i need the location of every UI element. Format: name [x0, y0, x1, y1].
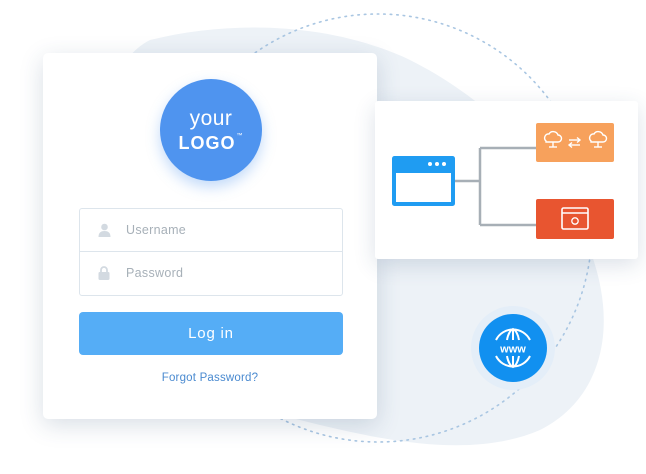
login-card: your LOGO™	[43, 53, 377, 419]
logo-text-logo: LOGO™	[160, 133, 262, 154]
globe-www-icon: www	[479, 314, 547, 382]
logo-trademark: ™	[236, 133, 244, 139]
password-input[interactable]	[126, 266, 306, 280]
password-field[interactable]	[80, 252, 342, 294]
globe-www-label: www	[499, 344, 526, 356]
user-icon	[96, 222, 112, 238]
logo-text-your: your	[189, 107, 233, 130]
forgot-password-link[interactable]: Forgot Password?	[161, 372, 259, 384]
network-diagram	[392, 123, 614, 239]
cloud-sync-icon	[536, 123, 614, 162]
web-window-icon	[536, 199, 614, 239]
network-diagram-card	[375, 101, 638, 259]
logo-word: LOGO	[178, 133, 236, 153]
www-globe-badge: www	[471, 306, 555, 390]
connector-lines	[455, 146, 536, 227]
credentials-field-group	[79, 208, 343, 296]
username-input[interactable]	[126, 223, 306, 237]
logo-badge: your LOGO™	[160, 79, 262, 181]
browser-window-icon	[392, 156, 455, 206]
username-field[interactable]	[80, 209, 342, 252]
login-button[interactable]: Log in	[79, 312, 343, 355]
lock-icon	[96, 265, 112, 281]
